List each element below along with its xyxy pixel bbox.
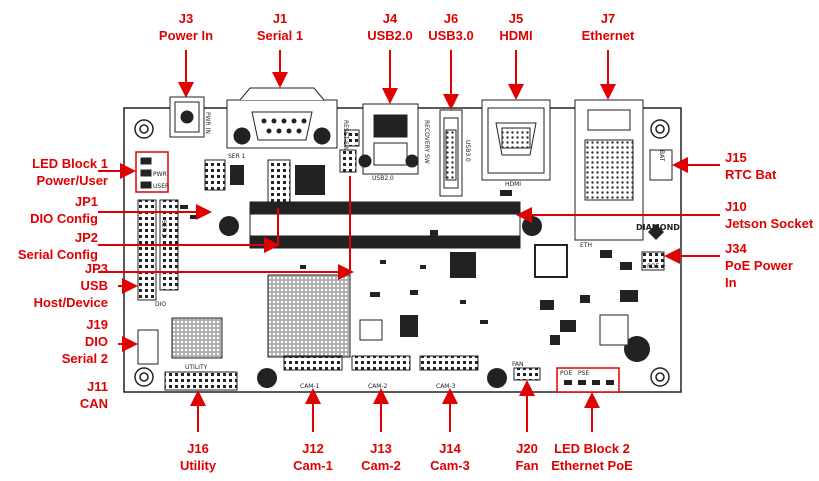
silk-bat: BAT (658, 150, 665, 162)
ic-1 (450, 252, 476, 278)
cam1-connector (283, 355, 343, 371)
cam2-connector (351, 355, 411, 371)
mounting-holes (134, 119, 670, 387)
silk-pse: PSE (578, 370, 589, 377)
cam3-connector (419, 355, 479, 371)
utility-header (164, 371, 238, 391)
silk-cam3: CAM-3 (436, 383, 456, 390)
silk-reset: RESET SW (342, 120, 349, 151)
dio-header (137, 199, 157, 301)
silk-user: USER (153, 183, 169, 190)
silk-dio: DIO (155, 301, 166, 308)
reset-switch (344, 129, 360, 147)
silk-cam1: CAM-1 (300, 383, 320, 390)
hdmi-connector (481, 99, 551, 181)
silk-usb2: USB2.0 (372, 175, 394, 182)
standoffs (219, 216, 650, 388)
serial1-db9 (226, 87, 338, 149)
silk-ser2: SER 2 (160, 220, 167, 238)
usb3-connector (439, 109, 463, 197)
ic-3 (400, 315, 418, 337)
callout-arrows (98, 50, 720, 432)
power-jack (169, 96, 205, 138)
ic-4 (359, 319, 383, 341)
brand-diamond (648, 224, 664, 240)
silk-usb3: USB3.0 (464, 140, 471, 162)
ethernet-connector (574, 99, 644, 241)
jumper-jp3 (339, 149, 357, 173)
silk-poeplus: POE + (647, 263, 666, 270)
soc-grid (267, 274, 351, 358)
led-block-1 (135, 151, 169, 193)
silk-ser1: SER 1 (228, 153, 246, 160)
silk-fan: FAN (512, 361, 524, 368)
jetson-socket (249, 201, 521, 249)
jumper-jp1 (204, 159, 226, 191)
silk-recovery: RECOVERY SW (423, 120, 430, 164)
silk-pwrin: PWR IN (204, 112, 211, 134)
can-connector (137, 329, 159, 365)
silk-poe: POE (560, 370, 572, 377)
ic-5 (171, 317, 223, 359)
silk-pwr: PWR (153, 171, 167, 178)
silk-cam2: CAM-2 (368, 383, 388, 390)
ic-2 (534, 244, 568, 278)
silk-eth: ETH (580, 242, 592, 249)
silkscreen: SER 1 USB2.0 HDMI ETH DIO UTILITY CAM-1 … (153, 112, 680, 390)
ic-6 (599, 314, 629, 346)
silk-hdmi: HDMI (505, 181, 521, 188)
fan-connector (513, 367, 541, 381)
silk-brand: DIAMOND (636, 223, 680, 232)
smd-components (180, 165, 638, 345)
callout-legs (277, 176, 351, 272)
silk-utility: UTILITY (185, 364, 208, 371)
usb2-connector (358, 103, 419, 175)
jumper-jp2 (267, 159, 291, 206)
